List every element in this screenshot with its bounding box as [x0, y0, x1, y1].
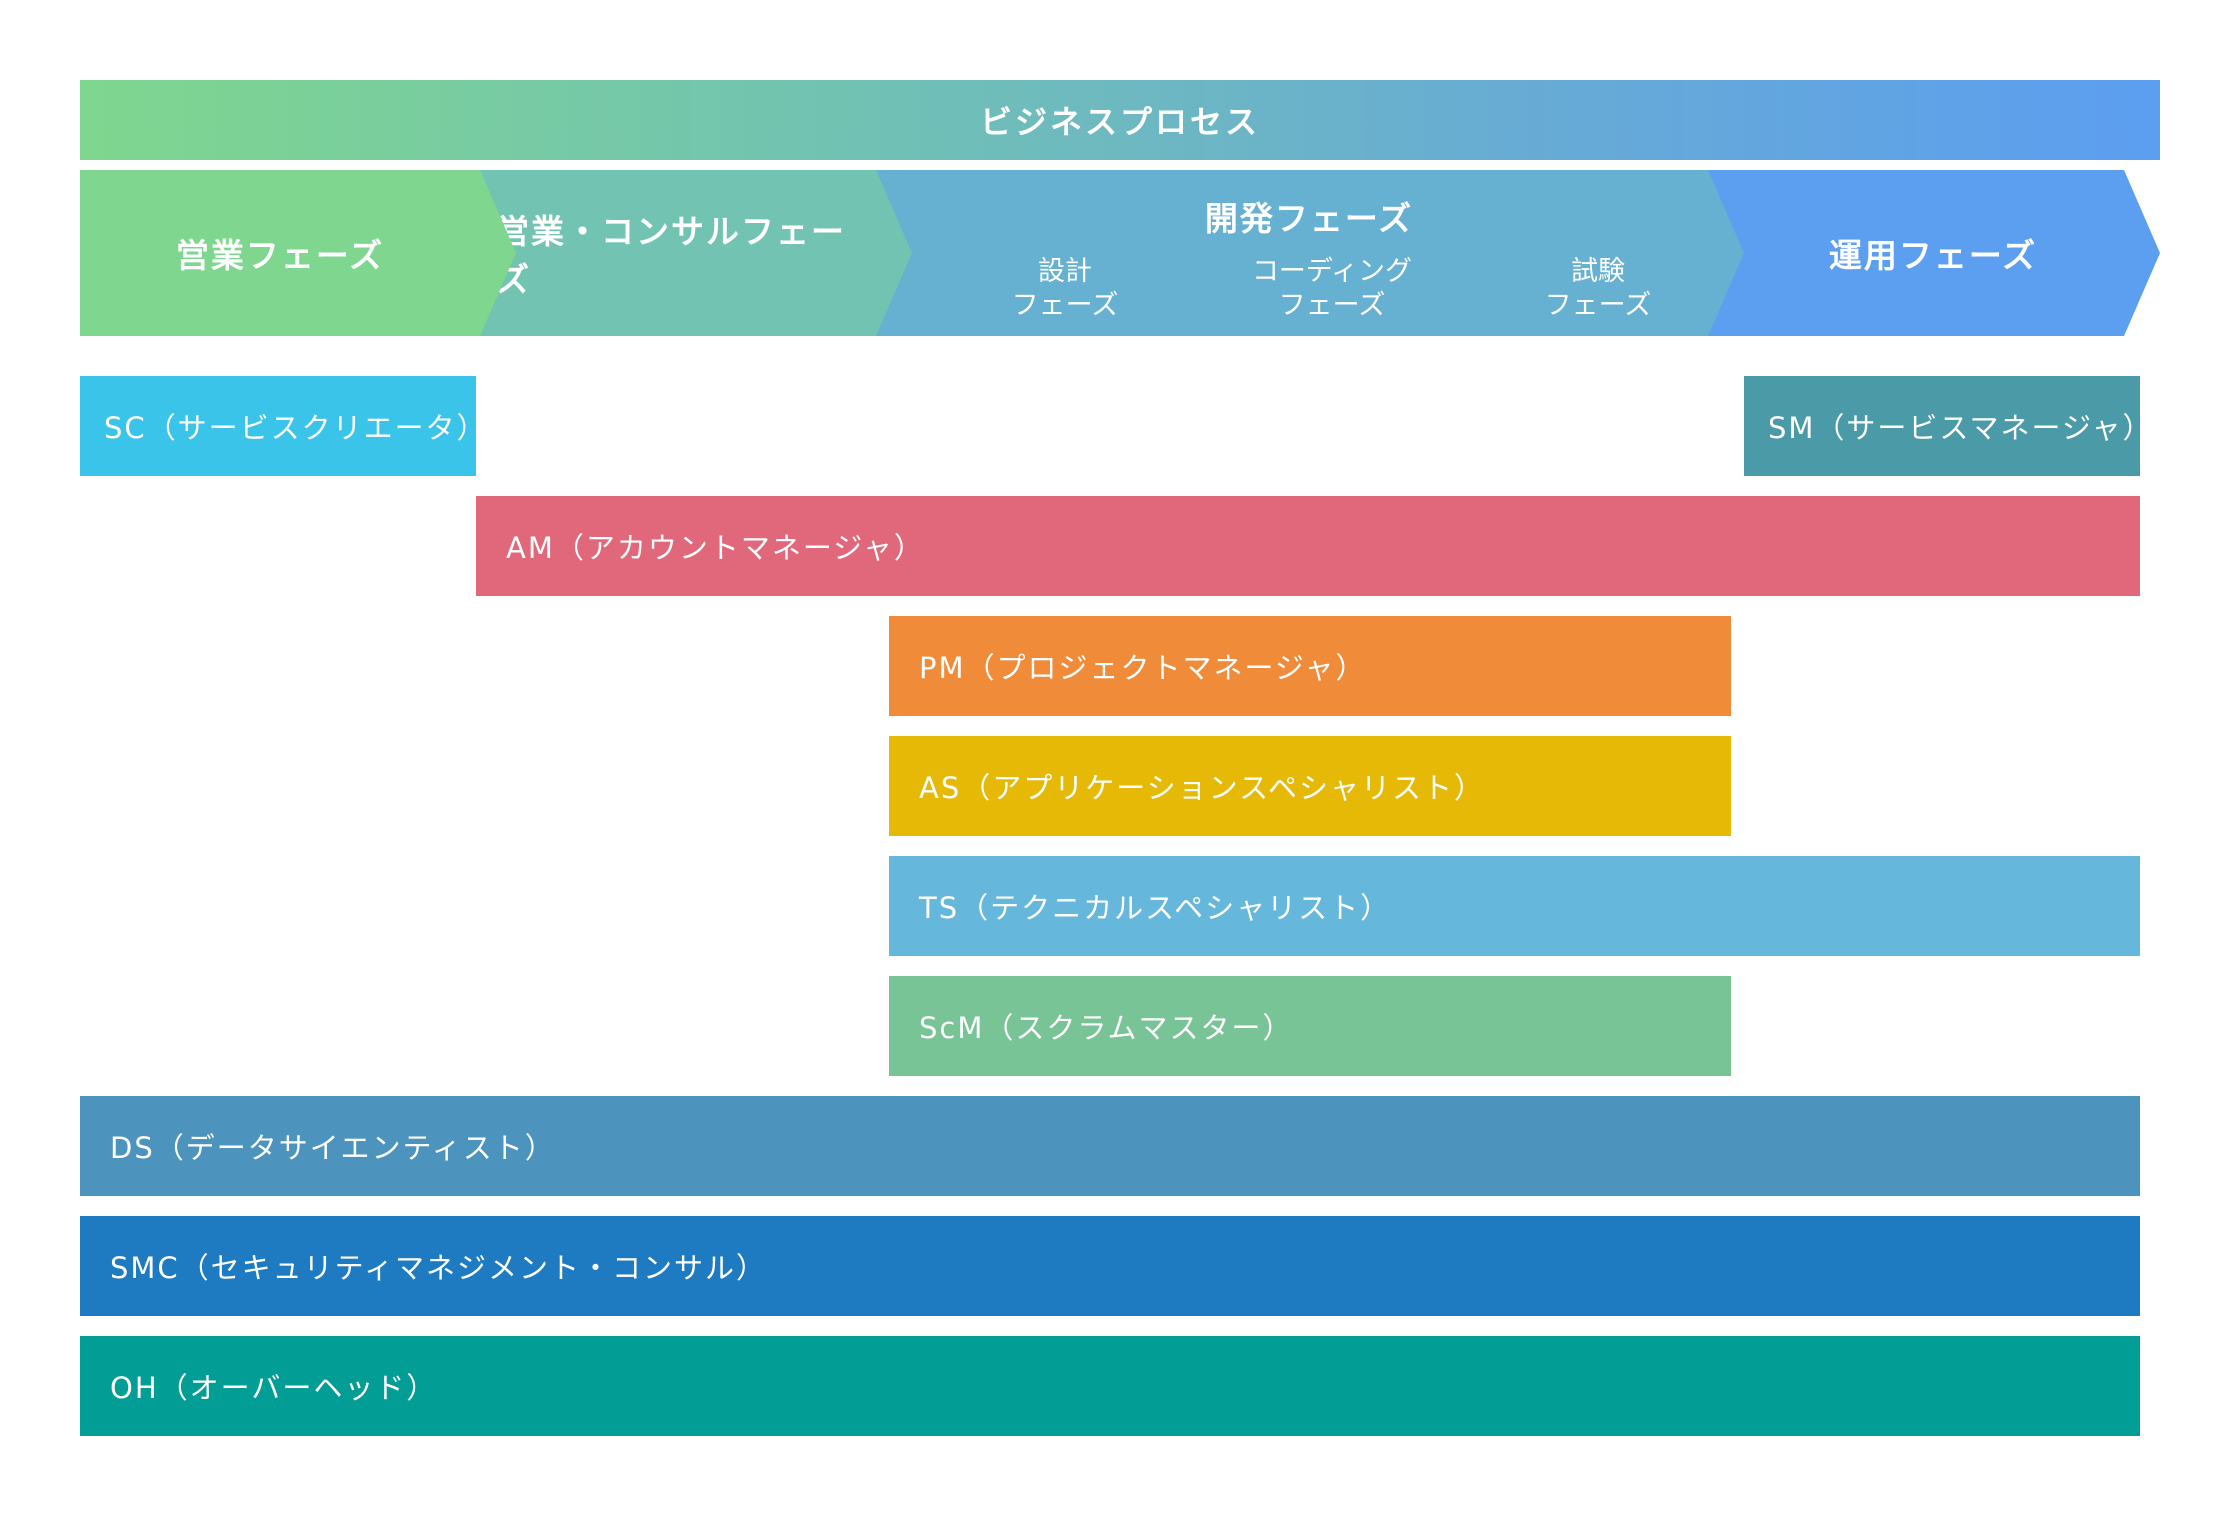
role-label-sc: SC（サービスクリエータ）	[104, 411, 488, 445]
role-label-ds: DS（データサイエンティスト）	[110, 1131, 556, 1165]
phase-ops-label: 運用フェーズ	[1828, 236, 2038, 275]
role-label-am: AM（アカウントマネージャ）	[506, 531, 925, 565]
phase-ops: 運用フェーズ	[1706, 170, 2160, 336]
business-process-header: ビジネスプロセス	[80, 80, 2160, 160]
role-bar-ts: TS（テクニカルスペシャリスト）	[889, 856, 2140, 956]
role-bar-sm: SM（サービスマネージャ）	[1744, 376, 2154, 476]
phase-consult: 営業・コンサルフェーズ	[460, 170, 912, 336]
phase-dev: 開発フェーズ 設計 フェーズ コーディング フェーズ 試験 フェーズ	[874, 170, 1744, 336]
role-label-pm: PM（プロジェクトマネージャ）	[919, 651, 1367, 685]
role-bar-sc: SC（サービスクリエータ）	[80, 376, 488, 476]
phase-consult-label: 営業・コンサルフェーズ	[496, 212, 846, 299]
role-label-as: AS（アプリケーションスペシャリスト）	[919, 771, 1486, 805]
role-label-smc: SMC（セキュリティマネジメント・コンサル）	[110, 1251, 767, 1285]
role-bar-am: AM（アカウントマネージャ）	[476, 496, 2140, 596]
phase-sales-label: 営業フェーズ	[175, 236, 385, 275]
role-label-oh: OH（オーバーヘッド）	[110, 1371, 438, 1405]
role-bar-smc: SMC（セキュリティマネジメント・コンサル）	[80, 1216, 2140, 1316]
role-label-scm: ScM（スクラムマスター）	[919, 1011, 1294, 1045]
subphase-design: 設計 フェーズ	[1011, 256, 1119, 321]
role-bar-oh: OH（オーバーヘッド）	[80, 1336, 2140, 1436]
role-label-ts: TS（テクニカルスペシャリスト）	[919, 891, 1392, 925]
role-bar-pm: PM（プロジェクトマネージャ）	[889, 616, 1731, 716]
role-bar-as: AS（アプリケーションスペシャリスト）	[889, 736, 1731, 836]
role-bar-scm: ScM（スクラムマスター）	[889, 976, 1731, 1076]
phase-sales: 営業フェーズ	[80, 170, 516, 336]
subphase-coding: コーディング フェーズ	[1251, 256, 1413, 321]
business-process-title: ビジネスプロセス	[979, 103, 1260, 141]
role-label-sm: SM（サービスマネージャ）	[1768, 411, 2154, 445]
role-bar-ds: DS（データサイエンティスト）	[80, 1096, 2140, 1196]
phase-dev-label: 開発フェーズ	[1204, 199, 1414, 238]
subphase-test: 試験 フェーズ	[1544, 256, 1652, 321]
